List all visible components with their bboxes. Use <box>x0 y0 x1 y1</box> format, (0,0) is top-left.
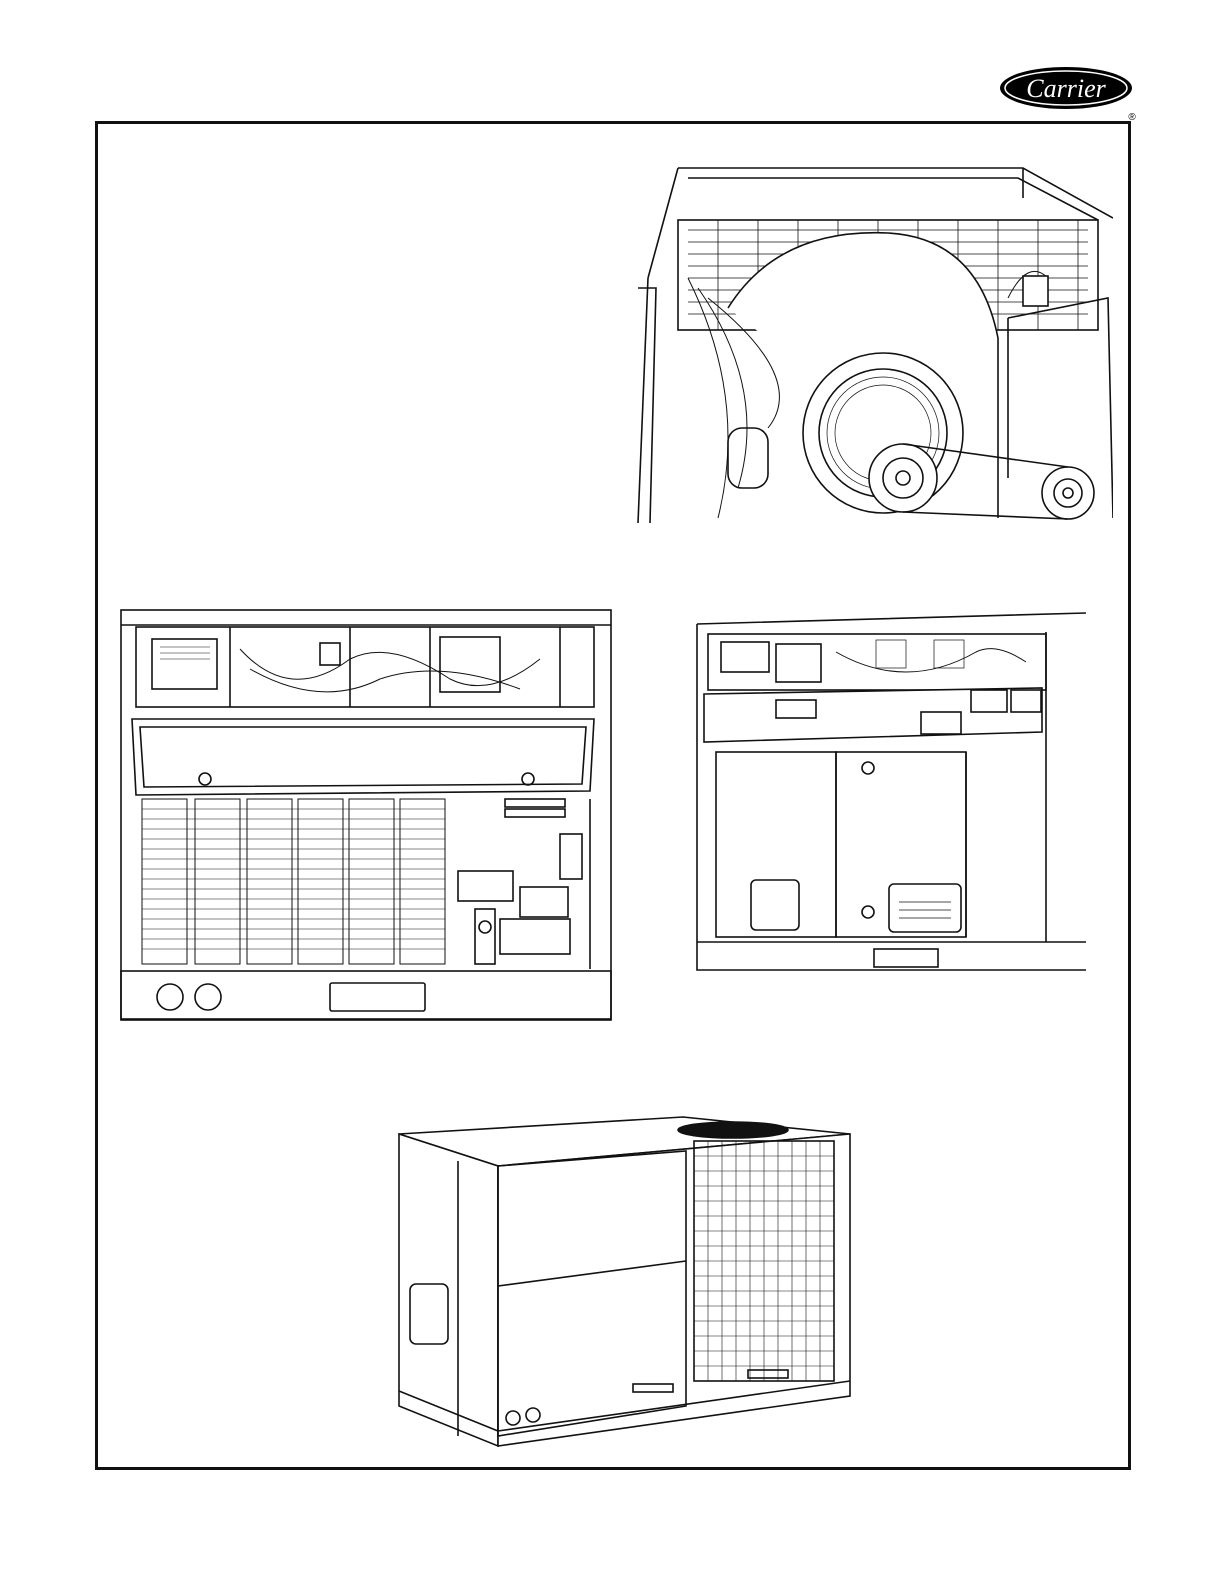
access-panel-illustration <box>696 612 1088 974</box>
control-box-illustration <box>120 609 612 1021</box>
access-panel-icon <box>696 612 1088 974</box>
blower-motor-assembly-icon <box>628 158 1113 523</box>
packaged-unit-illustration <box>398 1116 854 1448</box>
carrier-logo: Carrier ® <box>998 65 1138 125</box>
control-panel-icon <box>120 609 612 1021</box>
rooftop-unit-icon <box>398 1116 854 1448</box>
logo-text: Carrier <box>1026 74 1106 103</box>
blower-section-illustration <box>628 158 1113 523</box>
